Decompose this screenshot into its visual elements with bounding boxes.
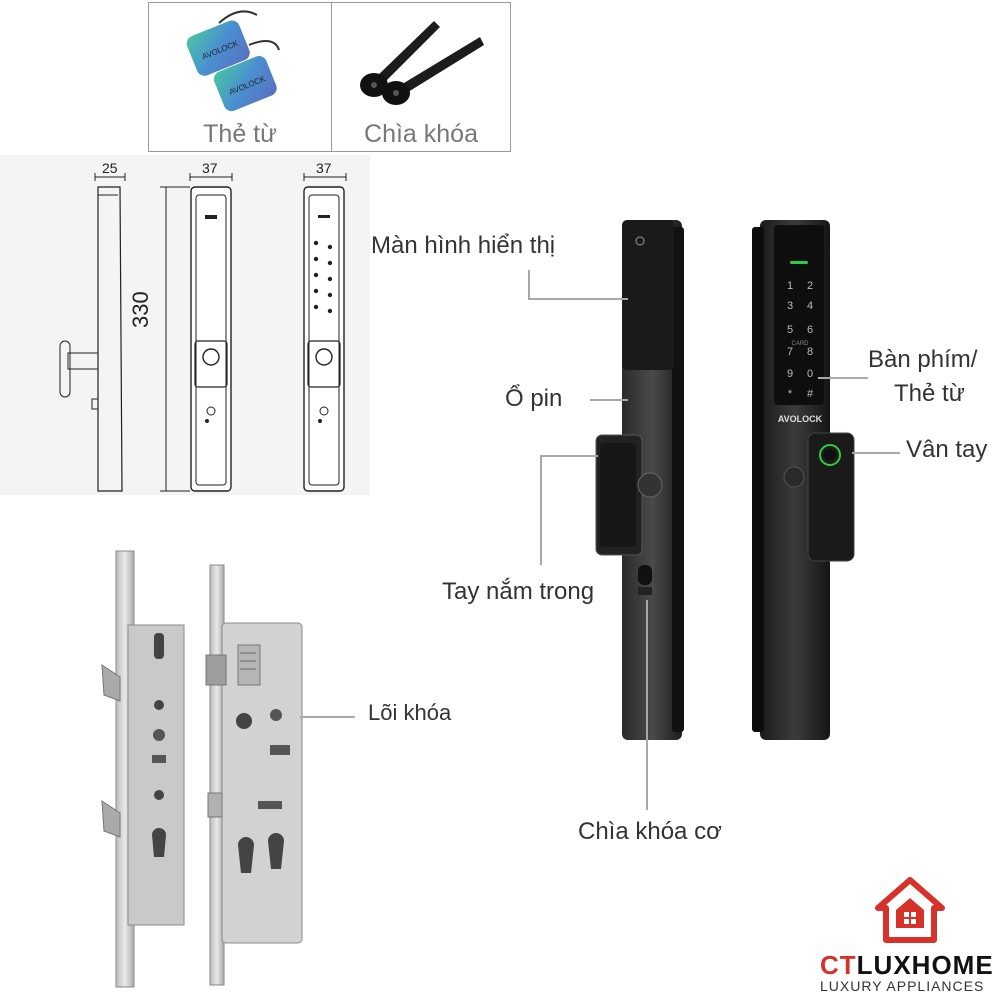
- inner-lock-unit: [595, 220, 684, 740]
- key-label: Chìa khóa: [364, 120, 478, 148]
- technical-drawing-lines: [59, 173, 347, 492]
- leader-display-v: [528, 270, 530, 300]
- label-display: Màn hình hiển thị: [371, 232, 556, 259]
- logo-ct: CT: [820, 950, 857, 980]
- product-brand: AVOLOCK: [778, 414, 823, 424]
- key-box: Chìa khóa: [331, 2, 511, 152]
- outer-lock-unit: 1 2 3 4 5 6 7 8 9 0 * # CARD AVOLOCK: [752, 220, 855, 740]
- leader-display-h: [528, 298, 628, 300]
- label-keypad-1: Bàn phím/: [868, 346, 978, 373]
- key-6: 6: [807, 324, 813, 336]
- key-hash: #: [807, 388, 814, 400]
- leader-mech-key: [646, 600, 648, 810]
- logo-tagline: LUXURY APPLIANCES: [820, 978, 985, 994]
- lock-core-image: [101, 550, 303, 988]
- label-fingerprint: Vân tay: [906, 436, 988, 463]
- leader-fingerprint: [852, 452, 900, 454]
- key-8: 8: [807, 346, 813, 358]
- logo-name: CTLUXHOME: [820, 950, 994, 981]
- card-label: Thẻ từ: [203, 120, 277, 148]
- rfid-card-image: AVOLOCK AVOLOCK: [186, 10, 280, 112]
- dim-width-back: 37: [202, 160, 218, 176]
- card-badge: CARD: [791, 341, 809, 347]
- lock-core-leader: [300, 716, 355, 718]
- key-0: 0: [807, 368, 813, 380]
- lock-core-label: Lõi khóa: [368, 700, 452, 725]
- ctluxhome-house-icon: [875, 877, 945, 943]
- leader-keypad: [818, 377, 868, 379]
- key-2: 2: [807, 280, 813, 292]
- dim-height: 330: [128, 291, 153, 328]
- key-7: 7: [787, 346, 793, 358]
- key-5: 5: [787, 324, 793, 336]
- key-9: 9: [787, 368, 793, 380]
- key-1: 1: [787, 280, 793, 292]
- leader-inner-handle-v: [540, 455, 542, 565]
- leader-battery: [590, 399, 628, 401]
- label-keypad-2: Thẻ từ: [894, 380, 965, 407]
- label-inner-handle: Tay nắm trong: [442, 578, 595, 605]
- key-star: *: [788, 388, 793, 400]
- label-battery: Ổ pin: [505, 385, 563, 412]
- card-box: AVOLOCK AVOLOCK Thẻ từ: [148, 2, 332, 152]
- dim-depth: 25: [102, 160, 118, 176]
- logo-luxhome: LUXHOME: [856, 950, 994, 980]
- key-3: 3: [787, 300, 793, 312]
- mechanical-keys-image: [360, 21, 484, 105]
- dim-width-front: 37: [316, 160, 332, 176]
- key-4: 4: [807, 300, 813, 312]
- leader-inner-handle-h: [540, 455, 598, 457]
- label-mech-key: Chìa khóa cơ: [578, 818, 722, 845]
